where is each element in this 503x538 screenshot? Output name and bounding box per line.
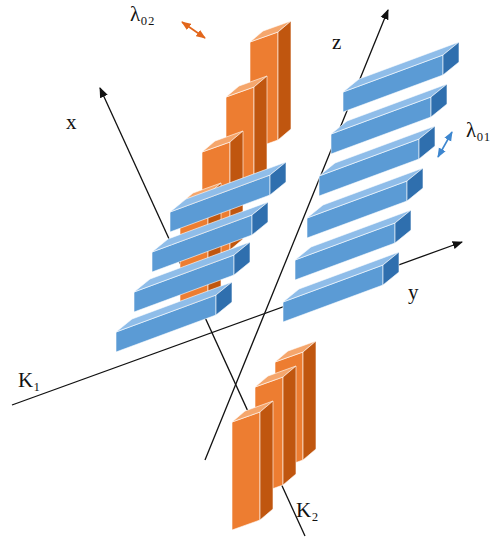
bar-face [170, 162, 286, 212]
bar-face [419, 126, 435, 159]
axis-label: x [66, 112, 77, 133]
bar-face [307, 168, 423, 218]
bar-face [343, 42, 459, 92]
bar-face [295, 210, 411, 260]
bar-face [383, 252, 399, 285]
axis-label: K₂ [296, 500, 319, 521]
bar-face [270, 162, 286, 195]
bar-face [283, 366, 296, 485]
bar-face [431, 84, 447, 117]
bar-face [152, 202, 268, 252]
bar-face [319, 126, 435, 176]
axes [12, 10, 462, 536]
axis-label: K₁ [18, 370, 41, 391]
axis-label: z [332, 32, 341, 53]
bar-face [232, 412, 260, 530]
bar-face [303, 341, 316, 460]
bar-face [234, 242, 250, 275]
period-arrow [182, 22, 205, 38]
bar-face [443, 42, 459, 75]
bar-face [134, 242, 250, 292]
bar-face [216, 282, 232, 315]
wavelength-label: λ₀₂ [130, 4, 155, 25]
bar-face [260, 401, 273, 520]
bar-face [278, 21, 291, 140]
grating-bars [116, 21, 459, 530]
bar-face [116, 282, 232, 332]
period-arrow [438, 132, 452, 157]
axis-label: y [408, 282, 419, 303]
bar-face [283, 252, 399, 302]
bar-face [395, 210, 411, 243]
bar-face [331, 84, 447, 134]
bar-face [252, 202, 268, 235]
wavelength-label: λ₀₁ [466, 120, 491, 141]
bar-face [407, 168, 423, 201]
